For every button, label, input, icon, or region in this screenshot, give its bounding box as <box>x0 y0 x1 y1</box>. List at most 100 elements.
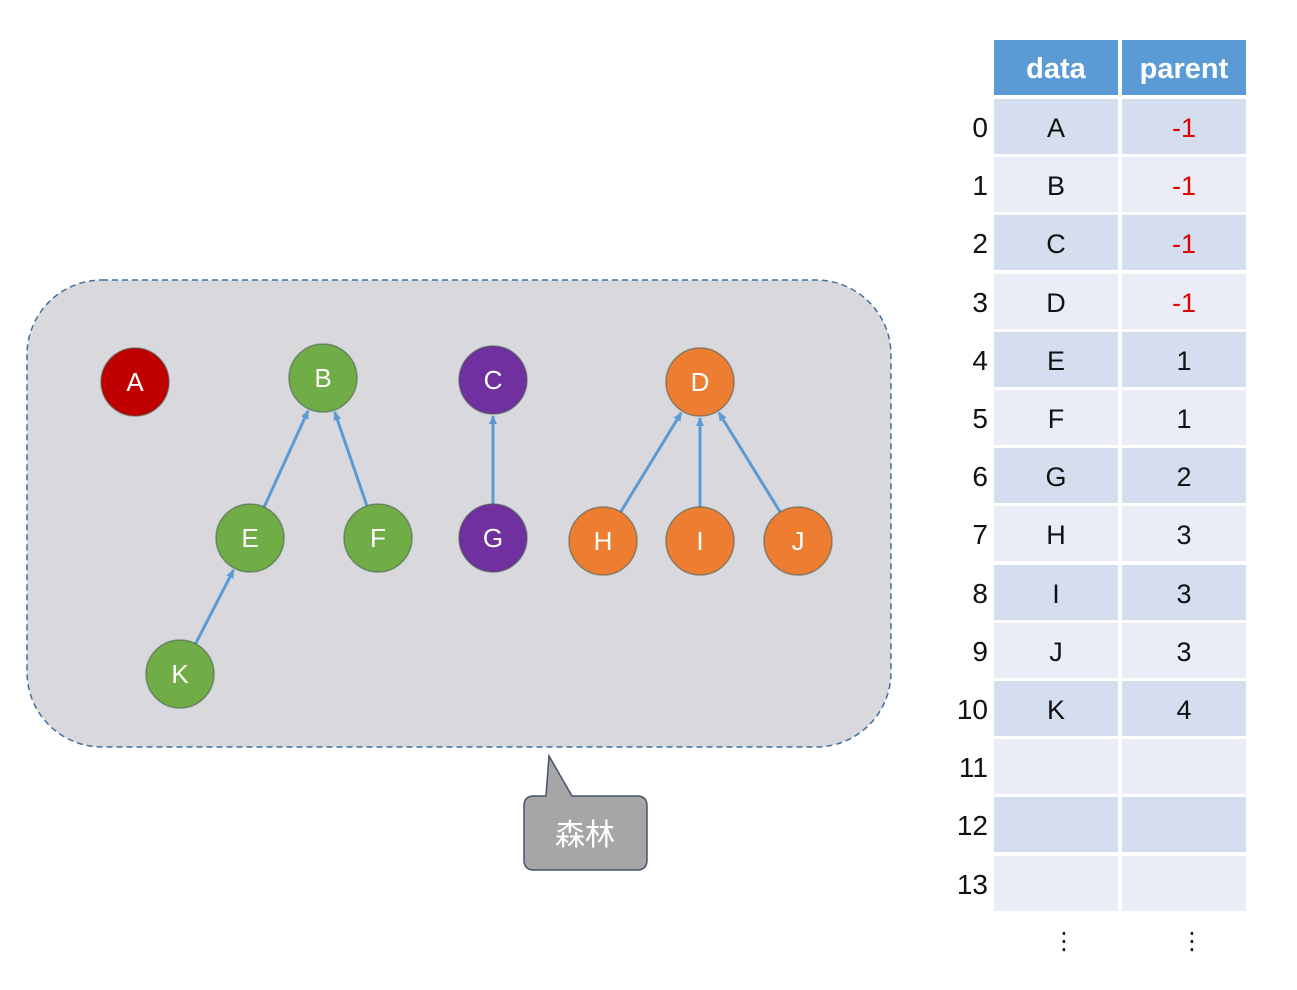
node-label: C <box>484 365 503 395</box>
data-cell: I <box>994 565 1118 620</box>
header-parent: parent <box>1122 40 1246 95</box>
node-circle <box>458 345 528 415</box>
edge-h-to-d <box>619 411 683 513</box>
row-index: 3 <box>972 287 988 318</box>
node-a: A <box>100 347 170 417</box>
node-circle <box>665 347 735 417</box>
row-index: 0 <box>972 112 988 143</box>
forest-diagram: A B C D E F G H I J K 森林 <box>26 279 892 871</box>
node-e: E <box>215 503 285 573</box>
node-i: I <box>665 506 735 576</box>
header-data: data <box>994 40 1118 95</box>
data-cell <box>994 797 1118 852</box>
node-label: G <box>483 523 503 553</box>
table-row: 11 <box>940 739 1250 794</box>
data-cell: A <box>994 99 1118 154</box>
row-index: 2 <box>972 228 988 259</box>
row-index: 4 <box>972 345 988 376</box>
node-circle <box>145 639 215 709</box>
node-circle <box>288 343 358 413</box>
callout-bubble <box>523 753 648 871</box>
node-h: H <box>568 506 638 576</box>
parent-cell: 3 <box>1122 506 1246 561</box>
node-label: K <box>171 659 189 689</box>
parent-cell <box>1122 856 1246 911</box>
data-cell: K <box>994 681 1118 736</box>
data-cell: C <box>994 215 1118 270</box>
row-index: 13 <box>956 869 988 900</box>
edge-k-to-e <box>194 569 235 645</box>
node-circle <box>458 503 528 573</box>
parent-cell <box>1122 739 1246 794</box>
node-label: A <box>126 367 144 397</box>
data-cell: G <box>994 448 1118 503</box>
row-index: 5 <box>972 403 988 434</box>
edge-f-to-b <box>333 411 369 507</box>
node-circle <box>665 506 735 576</box>
node-d: D <box>665 347 735 417</box>
node-label: F <box>370 523 386 553</box>
parent-cell: 3 <box>1122 565 1246 620</box>
parent-cell <box>1122 797 1246 852</box>
data-cell: D <box>994 274 1118 329</box>
node-label: E <box>241 523 258 553</box>
node-label: H <box>594 526 613 556</box>
node-b: B <box>288 343 358 413</box>
table-row: 12 <box>940 797 1250 852</box>
data-cell <box>994 856 1118 911</box>
node-label: J <box>792 526 805 556</box>
row-index: 1 <box>972 170 988 201</box>
data-cell: H <box>994 506 1118 561</box>
edge-e-to-b <box>262 409 310 508</box>
node-g: G <box>458 503 528 573</box>
node-label: D <box>691 367 710 397</box>
edge-j-to-d <box>717 411 782 513</box>
parent-cell: -1 <box>1122 215 1246 270</box>
data-cell <box>994 739 1118 794</box>
node-label: B <box>314 363 331 393</box>
row-index: 12 <box>956 810 988 841</box>
node-k: K <box>145 639 215 709</box>
node-label: I <box>696 526 703 556</box>
data-cell: F <box>994 390 1118 445</box>
row-index: 11 <box>958 752 988 783</box>
parent-cell: 4 <box>1122 681 1246 736</box>
parent-cell: -1 <box>1122 99 1246 154</box>
table-row: 13 <box>940 856 1250 911</box>
table-header: data parent <box>940 40 1250 95</box>
data-cell: E <box>994 332 1118 387</box>
parent-cell: 1 <box>1122 332 1246 387</box>
parent-cell: 1 <box>1122 390 1246 445</box>
node-j: J <box>763 506 833 576</box>
callout-label: 森林 <box>555 818 615 853</box>
row-index: 6 <box>972 461 988 492</box>
row-index: 8 <box>972 578 988 609</box>
parent-cell: -1 <box>1122 157 1246 212</box>
node-circle <box>763 506 833 576</box>
row-index: 10 <box>956 694 988 725</box>
callout: 森林 <box>523 753 648 871</box>
ellipsis-parent: ⋮ <box>1180 928 1204 955</box>
node-circle <box>343 503 413 573</box>
parent-cell: -1 <box>1122 274 1246 329</box>
edges-layer <box>194 409 782 645</box>
node-f: F <box>343 503 413 573</box>
node-circle <box>100 347 170 417</box>
row-index: 9 <box>972 636 988 667</box>
row-index: 7 <box>972 519 988 550</box>
ellipsis-data: ⋮ <box>1052 928 1076 955</box>
node-circle <box>215 503 285 573</box>
node-circle <box>568 506 638 576</box>
data-cell: J <box>994 623 1118 678</box>
parent-cell: 2 <box>1122 448 1246 503</box>
